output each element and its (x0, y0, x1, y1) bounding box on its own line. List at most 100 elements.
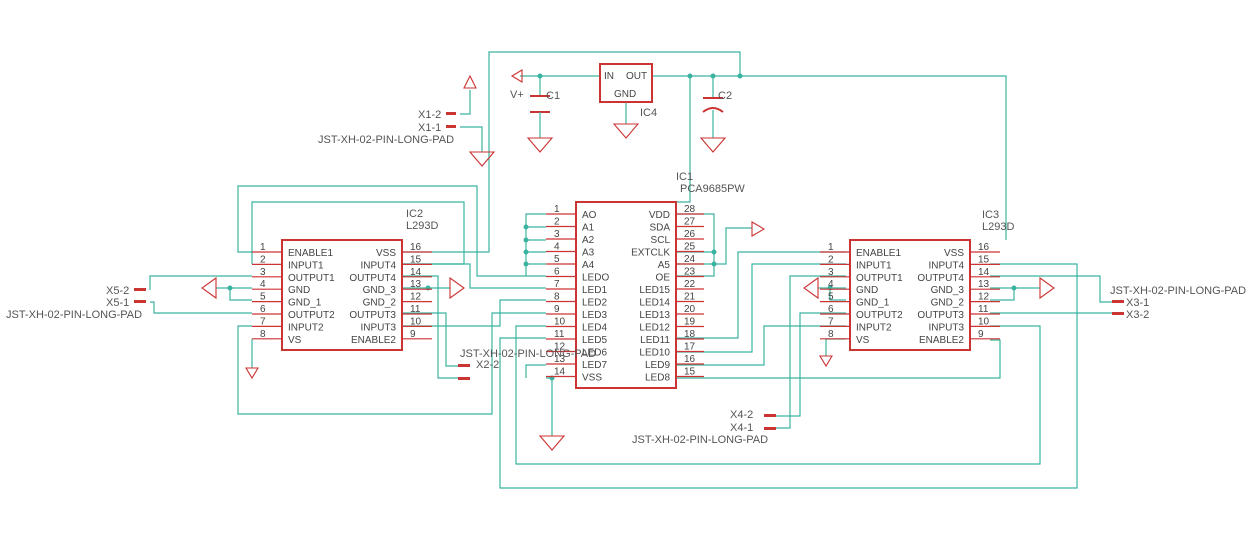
pin-label: INPUT1 (856, 260, 892, 271)
ic1-name: IC1 (676, 171, 693, 183)
ic3-l293d-right: IC3 L293D 1ENABLE12INPUT13OUTPUT14GND5GN… (820, 209, 1014, 351)
ic2-name: IC2 (406, 208, 423, 220)
pin-number: 14 (554, 367, 566, 378)
wire-left-en (237, 185, 546, 277)
wire-right-14 (990, 275, 1112, 303)
pin-number: 22 (684, 279, 696, 290)
ic3-name: IC3 (982, 209, 999, 221)
wire-left-15 (402, 263, 546, 289)
c2-label: C2 (718, 90, 732, 102)
ic1-body (575, 201, 677, 389)
pin-label: OUTPUT2 (856, 310, 903, 321)
pin-number: 6 (554, 267, 560, 278)
pin-number: 5 (554, 254, 560, 265)
pin-number: 15 (978, 254, 990, 265)
pin-label: INPUT3 (928, 322, 964, 333)
pin-number: 4 (554, 242, 560, 253)
x4-2-label: X4-2 (730, 409, 753, 421)
wire-led10 (676, 263, 846, 353)
pin-label: VDD (649, 210, 670, 221)
pin-label: GND_2 (931, 298, 965, 309)
pin-label: ENABLE2 (919, 335, 964, 346)
pin-label: OUTPUT4 (349, 273, 396, 284)
pin-label: GND (288, 285, 310, 296)
pin-label: OE (656, 273, 671, 284)
pin-number: 16 (684, 354, 696, 365)
pin-number: 15 (684, 367, 696, 378)
pin-label: INPUT2 (288, 322, 324, 333)
wire-rail-loop (402, 51, 741, 253)
wire-led5 (499, 263, 1078, 489)
pin-number: 1 (828, 242, 834, 253)
connector-pin (764, 427, 776, 430)
pin-label: OUTPUT4 (917, 273, 964, 284)
junction (523, 237, 529, 243)
pin-label: LED5 (582, 335, 607, 346)
wire-out-rail (652, 75, 1007, 240)
pin-label: A3 (582, 248, 595, 259)
pin-number: 21 (684, 292, 696, 303)
pin-label: GND (856, 285, 878, 296)
pin-number: 11 (554, 329, 565, 340)
wire-left-14 (402, 275, 458, 379)
junction (737, 73, 743, 79)
pin-label: LED10 (639, 348, 670, 359)
pin-label: AO (582, 210, 597, 221)
vplus-label-top: V+ (510, 89, 524, 101)
supply-vplus-top: V+ (510, 69, 524, 101)
pin-label: LED6 (582, 348, 607, 359)
junctions (227, 73, 1017, 381)
pin-number: 25 (684, 242, 696, 253)
wire-vss-gnd (546, 377, 553, 436)
pin-number: 12 (554, 342, 566, 353)
pin-label: A1 (582, 223, 595, 234)
pin-label: INPUT2 (856, 322, 892, 333)
ic3-body (849, 239, 971, 351)
pin-label: SCL (651, 235, 671, 246)
regulator-name: IC4 (640, 107, 657, 119)
ic2-body (281, 239, 403, 351)
pin-label: A2 (582, 235, 595, 246)
pin-number: 10 (978, 316, 990, 327)
ic3-left-pins: 1ENABLE12INPUT13OUTPUT14GND5GND_16OUTPUT… (820, 242, 903, 346)
pin-label: OUTPUT3 (349, 310, 396, 321)
pin-number: 26 (684, 229, 696, 240)
ic3-value: L293D (982, 221, 1014, 233)
pin-label: ENABLE1 (288, 248, 333, 259)
pin-label: VSS (944, 248, 964, 259)
x4-1-label: X4-1 (730, 422, 753, 434)
x1-2-label: X1-2 (418, 109, 441, 121)
ic1-pca9685: IC1 PCA9685PW 1AO2A13A24A35A46LEDO7LED18… (546, 171, 745, 389)
wire-right-out2 (776, 312, 846, 417)
pin-number: 1 (260, 242, 266, 253)
connector-pin (764, 414, 776, 417)
pin-label: GND_1 (856, 298, 890, 309)
junction (523, 261, 529, 267)
pin-label: VS (288, 335, 302, 346)
pin-number: 11 (978, 304, 989, 315)
x2-2-label: X2-2 (476, 359, 499, 371)
pin-number: 27 (684, 217, 696, 228)
connector-pin (1112, 300, 1124, 303)
pin-label: LED13 (639, 310, 670, 321)
pin-number: 4 (260, 279, 266, 290)
pin-label: VS (856, 335, 870, 346)
pin-number: 23 (684, 267, 696, 278)
pin-number: 8 (554, 292, 560, 303)
pin-number: 17 (684, 342, 696, 353)
pin-number: 3 (828, 267, 834, 278)
pin-number: 10 (410, 316, 422, 327)
wire-x1 (460, 90, 471, 115)
ic1-value: PCA9685PW (680, 183, 745, 195)
wire-right-12 (990, 288, 1015, 301)
pin-label: ENABLE1 (856, 248, 901, 259)
pin-number: 8 (828, 329, 834, 340)
pin-label: GND_2 (363, 298, 397, 309)
pin-label: LEDO (582, 273, 609, 284)
pin-number: 19 (684, 317, 696, 328)
supply-vplus-ic3 (819, 355, 833, 368)
ground-symbol-x1 (468, 151, 496, 167)
ground-symbol-ic3-left (803, 276, 819, 300)
supply-vplus-ic2 (245, 367, 259, 380)
